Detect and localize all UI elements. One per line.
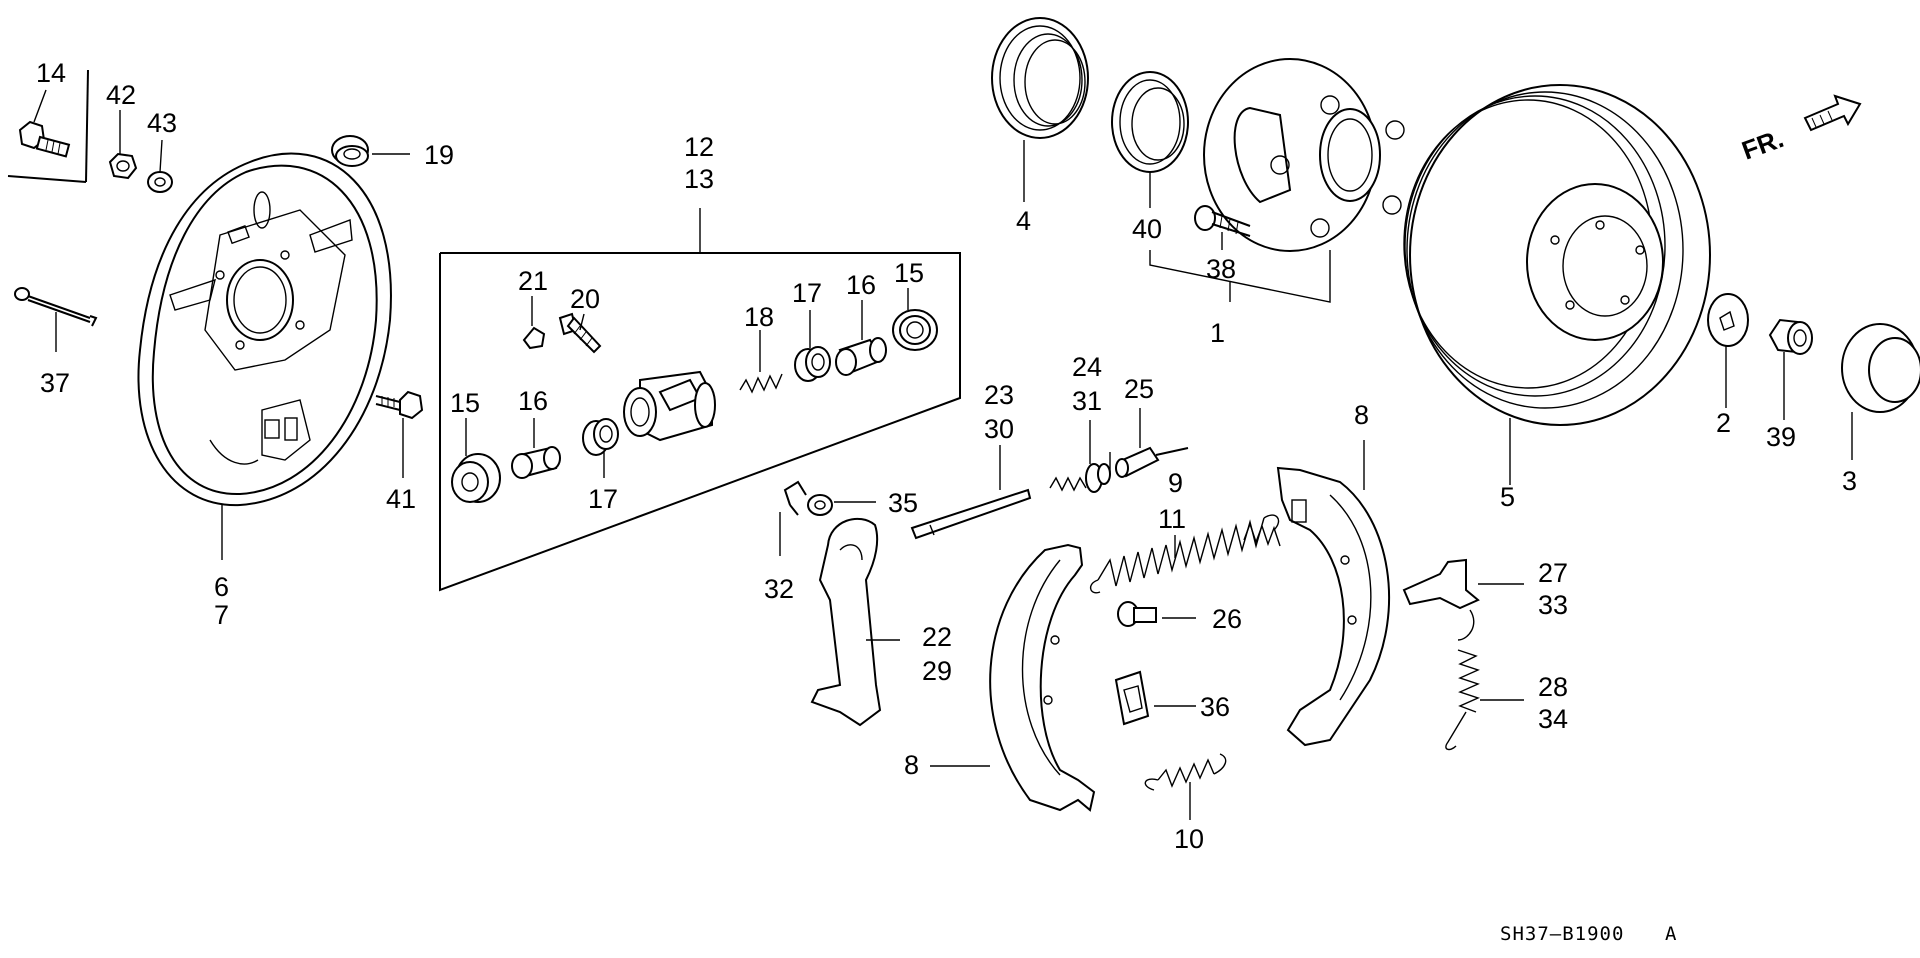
callout-42: 42 [106, 80, 136, 110]
wheel-cylinder-box [439, 208, 961, 592]
callout-30: 30 [984, 414, 1014, 444]
bleeder-screw-20-part [558, 312, 602, 354]
callout-15b: 15 [450, 388, 480, 418]
hold-pin-26-part [1117, 601, 1196, 627]
callout-17a: 17 [792, 278, 822, 308]
callout-25: 25 [1124, 374, 1154, 404]
bolt-group-bracket [7, 69, 89, 183]
direction-label: FR. [1738, 123, 1788, 166]
callout-labels: 14 42 43 19 37 6 7 41 12 13 21 20 18 17 … [36, 58, 1857, 945]
callout-24: 24 [1072, 352, 1102, 382]
callout-12: 12 [684, 132, 714, 162]
callout-2: 2 [1716, 408, 1731, 438]
callout-9: 9 [1168, 468, 1183, 498]
callout-1: 1 [1210, 318, 1225, 348]
callout-31: 31 [1072, 386, 1102, 416]
hub-1-part [1149, 58, 1405, 303]
adjuster-socket-25-part [1115, 408, 1189, 478]
callout-39: 39 [1766, 422, 1796, 452]
brake-drum-5-part [1403, 84, 1711, 485]
pin-37-part [14, 287, 98, 352]
return-spring-11-part [1090, 514, 1280, 594]
piston-16b-part [511, 418, 561, 479]
retainer-clip-36-part [1114, 670, 1196, 726]
callout-36: 36 [1200, 692, 1230, 722]
callout-43: 43 [147, 108, 177, 138]
brake-shoe-8-left-part [930, 543, 1096, 812]
callout-40: 40 [1132, 214, 1162, 244]
callout-21: 21 [518, 266, 548, 296]
bolt-41-part [375, 390, 424, 478]
adjuster-rod-23-part [910, 445, 1032, 540]
callout-34: 34 [1538, 704, 1568, 734]
callout-8-left: 8 [904, 750, 919, 780]
seal-40-part [1111, 71, 1189, 208]
callout-8-right: 8 [1354, 400, 1369, 430]
boot-15b-part [451, 418, 501, 503]
callout-23: 23 [984, 380, 1014, 410]
cup-17b-part [582, 418, 619, 478]
bleeder-cap-21-part [522, 296, 546, 350]
reference-code: SH37–B1900 [1500, 923, 1624, 945]
hub-cap-3-part [1841, 323, 1920, 460]
callout-28: 28 [1538, 672, 1568, 702]
adjuster-spring-part [1243, 521, 1281, 547]
bolt-14-part [18, 89, 71, 158]
clip-32-part [779, 480, 807, 556]
washer-35-part [807, 494, 876, 516]
callout-38: 38 [1206, 254, 1236, 284]
washer-43-part [147, 139, 173, 193]
reference-suffix: A [1665, 923, 1677, 945]
callout-22: 22 [922, 622, 952, 652]
callout-16a: 16 [846, 270, 876, 300]
callout-32: 32 [764, 574, 794, 604]
cup-17a-part [794, 310, 831, 382]
callout-41: 41 [386, 484, 416, 514]
callout-20: 20 [570, 284, 600, 314]
piston-16a-part [835, 300, 887, 376]
nut-42-part [108, 110, 138, 180]
parking-lever-22-part [810, 517, 900, 727]
grommet-19-part [331, 135, 410, 167]
brake-shoe-8-right-part [1276, 440, 1391, 747]
spring-18-part [739, 330, 783, 394]
spring-28-part [1445, 609, 1524, 751]
callout-7: 7 [214, 600, 229, 630]
backing-plate-part [137, 152, 392, 560]
callout-6: 6 [214, 572, 229, 602]
callout-29: 29 [922, 656, 952, 686]
stud-38-part [1194, 205, 1251, 250]
callout-27: 27 [1538, 558, 1568, 588]
callout-35: 35 [888, 488, 918, 518]
front-direction-arrow-icon [1803, 94, 1862, 132]
wheel-cylinder-part [623, 370, 716, 442]
boot-15a-part [892, 288, 938, 351]
seal-4-part [991, 17, 1089, 202]
callout-26: 26 [1212, 604, 1242, 634]
callout-18: 18 [744, 302, 774, 332]
callout-14: 14 [36, 58, 66, 88]
callout-33: 33 [1538, 590, 1568, 620]
adjuster-nut-24-part [1049, 420, 1111, 493]
callout-17b: 17 [588, 484, 618, 514]
callout-16b: 16 [518, 386, 548, 416]
nut-39-part [1768, 318, 1813, 420]
callout-10: 10 [1174, 824, 1204, 854]
callout-37: 37 [40, 368, 70, 398]
spring-10-part [1144, 753, 1227, 820]
callout-11: 11 [1158, 504, 1186, 534]
callout-15a: 15 [894, 258, 924, 288]
callout-3: 3 [1842, 466, 1857, 496]
washer-2-part [1707, 293, 1749, 408]
adjuster-lever-27-part [1402, 558, 1524, 610]
callout-19: 19 [424, 140, 454, 170]
callout-5: 5 [1500, 482, 1515, 512]
callout-13: 13 [684, 164, 714, 194]
callout-4: 4 [1016, 206, 1031, 236]
